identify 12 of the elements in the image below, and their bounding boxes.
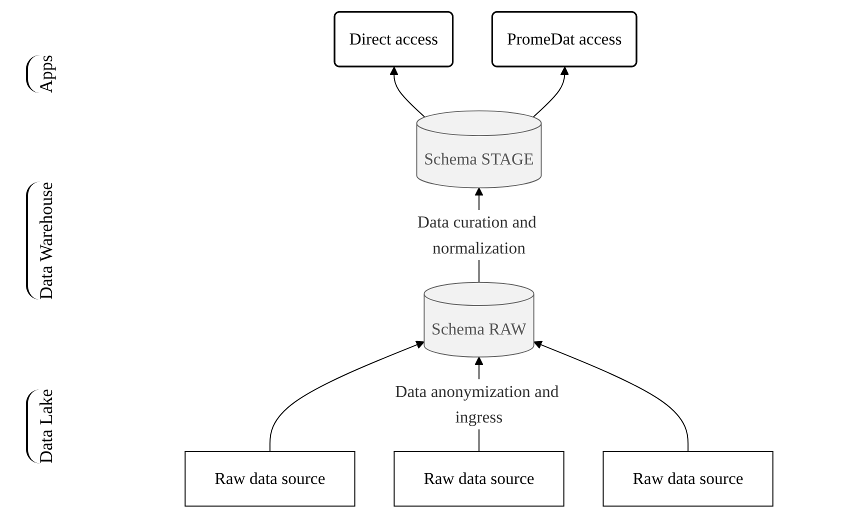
node-box: Raw data source [394, 451, 564, 507]
node-box: Raw data source [602, 451, 774, 507]
arrow [532, 66, 569, 118]
arrow [533, 340, 689, 452]
layer-label: Data Lake [26, 388, 64, 464]
edge-label: Data anonymization and ingress [395, 382, 559, 426]
node-box: Raw data source [184, 451, 356, 507]
arrow [269, 340, 425, 452]
layer-label: Data Warehouse [26, 182, 64, 300]
edge-label: Data curation and normalization [417, 212, 536, 257]
layer-label: Apps [26, 54, 64, 93]
arrow [390, 66, 426, 118]
